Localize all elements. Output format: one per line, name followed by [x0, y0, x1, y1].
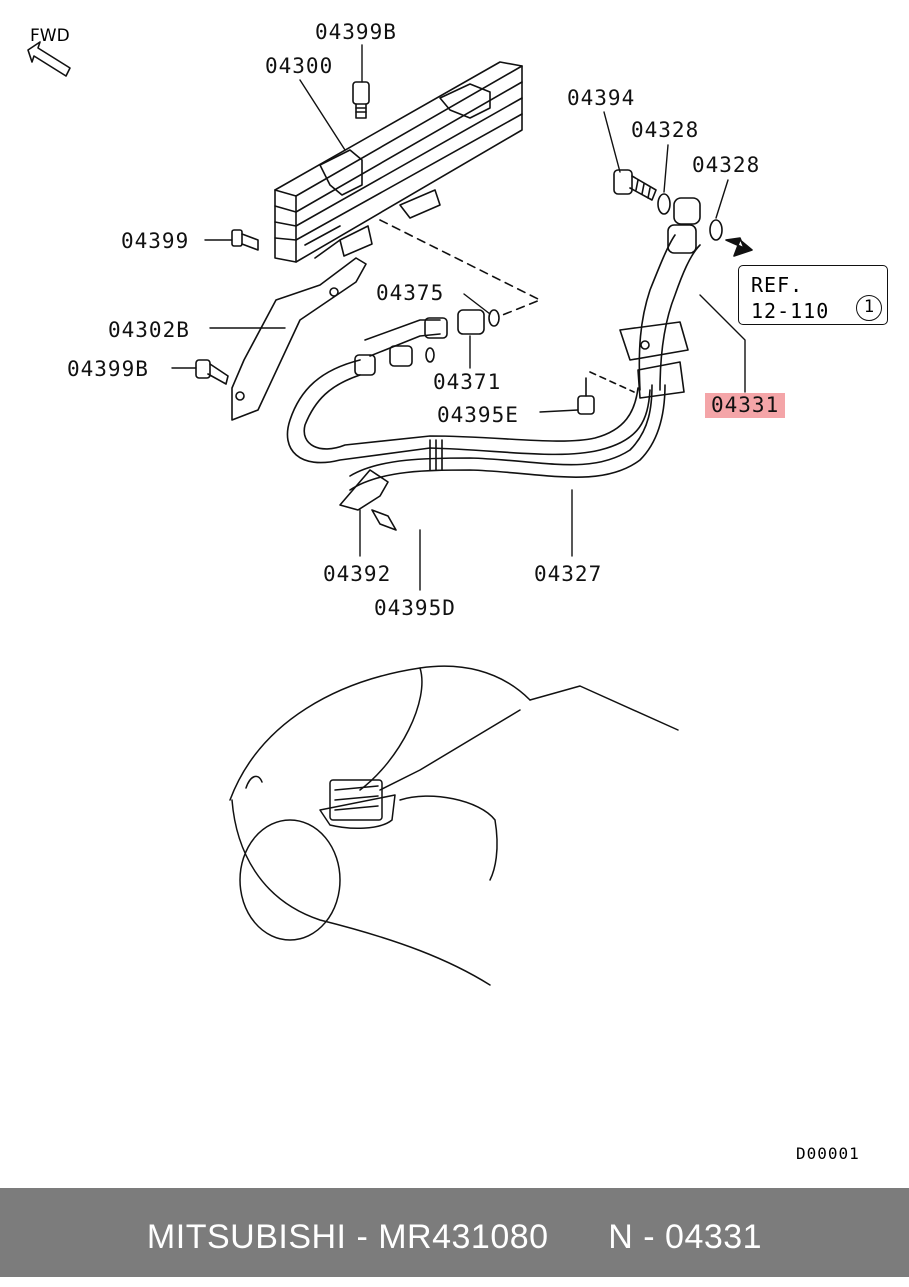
- bolt-04399: [231, 229, 259, 251]
- bolt-04395e: [577, 377, 595, 415]
- footer-bar: MITSUBISHI - MR431080 N - 04331: [0, 1188, 909, 1277]
- reference-label: REF.: [751, 273, 804, 297]
- callout-04392: 04392: [323, 562, 392, 586]
- footer-position: 04331: [665, 1218, 763, 1256]
- eye-fitting: [673, 197, 701, 225]
- bolt-04399b-top: [352, 81, 370, 119]
- exploded-parts-diagram: [27, 41, 753, 986]
- callout-04328-a: 04328: [631, 118, 700, 142]
- callout-04331-highlighted: 04331: [705, 393, 786, 418]
- callout-04375: 04375: [376, 281, 445, 305]
- ref-arrow-icon: [725, 237, 753, 257]
- footer-text: MITSUBISHI - MR431080 N - 04331: [0, 1188, 909, 1277]
- footer-separator: -: [346, 1218, 379, 1256]
- diagram-code: D00001: [796, 1144, 860, 1163]
- callout-04399b-left: 04399B: [67, 357, 149, 381]
- washer-04328-b: [709, 219, 723, 241]
- leader-lines: [171, 44, 746, 591]
- bolt-04399b-left: [195, 359, 229, 385]
- callout-04395e: 04395E: [437, 403, 519, 427]
- footer-position-prefix: N: [608, 1218, 634, 1256]
- callout-04371: 04371: [433, 370, 502, 394]
- oil-cooler-hose-04327: [286, 309, 666, 491]
- callout-04302b: 04302B: [108, 318, 190, 342]
- callout-04300: 04300: [265, 54, 334, 78]
- clamp-04392: [339, 469, 389, 511]
- footer-part-number: MR431080: [378, 1218, 549, 1256]
- callout-04399: 04399: [121, 229, 190, 253]
- reference-box: REF. 12-110 1: [738, 265, 888, 325]
- callout-04399b-top: 04399B: [315, 20, 397, 44]
- oil-cooler-hose-04331: [619, 224, 701, 399]
- callout-04327: 04327: [534, 562, 603, 586]
- footer-gap: [549, 1218, 609, 1256]
- dash-line: [379, 219, 541, 317]
- callout-04328-b: 04328: [692, 153, 761, 177]
- callout-04395d: 04395D: [374, 596, 456, 620]
- vehicle-locator-sketch: [229, 665, 679, 986]
- eye-bolt-04394: [613, 169, 657, 201]
- oil-cooler: [274, 61, 523, 263]
- bolt-04395d: [371, 509, 397, 531]
- footer-separator: -: [633, 1218, 666, 1256]
- fwd-arrow-icon: [27, 41, 71, 77]
- washer-04328-a: [657, 193, 671, 215]
- reference-circled-number: 1: [856, 295, 882, 321]
- dash-line: [589, 371, 635, 393]
- callout-04394: 04394: [567, 86, 636, 110]
- bracket-04302b: [231, 257, 367, 421]
- fwd-label: FWD: [30, 26, 70, 46]
- reference-number: 12-110: [751, 299, 830, 323]
- footer-brand: MITSUBISHI: [146, 1218, 347, 1256]
